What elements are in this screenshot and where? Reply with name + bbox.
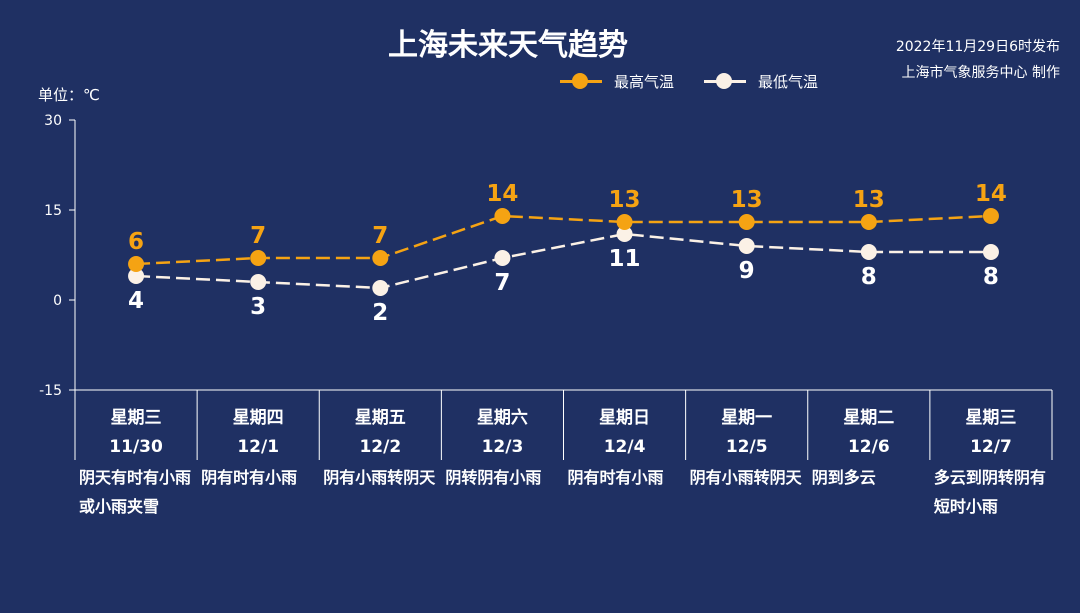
weekday-label: 星期六 xyxy=(477,407,528,428)
date-label: 12/5 xyxy=(726,437,768,457)
weather-description: 阴有小雨转阴天 xyxy=(689,468,802,487)
legend-swatch-high xyxy=(560,71,602,91)
weather-description: 阴有时有小雨 xyxy=(567,468,664,487)
weekday-label: 星期四 xyxy=(233,408,284,428)
legend: 最高气温 最低气温 xyxy=(560,70,848,92)
data-label-high: 7 xyxy=(250,223,266,249)
date-label: 12/1 xyxy=(237,437,279,457)
data-label-high: 14 xyxy=(975,181,1007,207)
legend-label-low: 最低气温 xyxy=(758,72,819,91)
legend-label-high: 最高气温 xyxy=(614,72,675,91)
data-label-low: 7 xyxy=(494,270,510,296)
data-point-low xyxy=(616,226,633,242)
issue-time: 2022年11月29日6时发布 xyxy=(895,39,1060,55)
date-label: 12/2 xyxy=(359,437,401,457)
data-point-low xyxy=(860,244,877,260)
weather-description: 阴到多云 xyxy=(811,468,876,487)
date-label: 12/6 xyxy=(848,437,890,457)
date-label: 12/4 xyxy=(604,437,646,457)
data-point-high xyxy=(982,208,999,224)
page-title: 上海未来天气趋势 xyxy=(388,28,628,63)
data-point-low xyxy=(738,238,755,254)
date-label: 12/3 xyxy=(482,437,524,457)
weekday-label: 星期日 xyxy=(599,408,650,428)
data-point-high xyxy=(372,250,389,266)
y-tick-label: 0 xyxy=(53,293,62,309)
data-point-low xyxy=(494,250,511,266)
data-label-high: 13 xyxy=(609,187,641,213)
weather-description: 阴转阴有小雨 xyxy=(445,468,542,487)
data-point-high xyxy=(616,214,633,230)
data-label-high: 13 xyxy=(853,187,885,213)
date-label: 11/30 xyxy=(109,437,163,457)
data-label-high: 7 xyxy=(372,223,388,249)
data-point-low xyxy=(128,268,145,284)
issuer: 上海市气象服务中心 制作 xyxy=(901,65,1060,81)
weekday-label: 星期三 xyxy=(965,408,1016,428)
unit-label: 单位：℃ xyxy=(38,86,100,104)
weather-description: 阴有小雨转阴天 xyxy=(323,468,436,487)
weekday-label: 星期二 xyxy=(843,408,894,428)
weather-description: 阴天有时有小雨或小雨夹雪 xyxy=(79,468,192,516)
weekday-label: 星期五 xyxy=(355,408,406,428)
weather-description: 阴有时有小雨 xyxy=(201,468,298,487)
data-point-high xyxy=(494,208,511,224)
date-label: 12/7 xyxy=(970,437,1012,457)
data-label-low: 3 xyxy=(250,294,266,320)
data-point-high xyxy=(128,256,145,272)
legend-item-high: 最高气温 xyxy=(560,71,674,92)
data-point-high xyxy=(738,214,755,230)
weekday-label: 星期三 xyxy=(111,408,162,428)
data-label-low: 11 xyxy=(609,246,641,272)
data-label-low: 4 xyxy=(128,288,144,314)
data-label-low: 8 xyxy=(861,264,877,290)
data-label-low: 9 xyxy=(739,258,755,284)
data-label-low: 2 xyxy=(372,300,388,326)
series-line-low xyxy=(136,232,991,290)
issue-info: 2022年11月29日6时发布 上海市气象服务中心 制作 xyxy=(896,34,1060,86)
data-point-high xyxy=(860,214,877,230)
y-tick-label: 30 xyxy=(44,113,62,129)
y-tick-label: -15 xyxy=(39,383,62,399)
data-point-low xyxy=(250,274,267,290)
data-label-high: 6 xyxy=(128,229,144,255)
data-point-low xyxy=(372,280,389,296)
data-label-high: 13 xyxy=(731,187,763,213)
weekday-label: 星期一 xyxy=(721,408,772,428)
legend-item-low: 最低气温 xyxy=(704,71,818,92)
data-point-low xyxy=(982,244,999,260)
data-label-high: 14 xyxy=(486,181,518,207)
data-label-low: 8 xyxy=(983,264,999,290)
y-tick-label: 15 xyxy=(44,203,62,219)
series-line-high xyxy=(136,214,991,266)
data-point-high xyxy=(250,250,267,266)
legend-swatch-low xyxy=(704,71,747,91)
weather-description: 多云到阴转阴有短时小雨 xyxy=(933,468,1046,516)
